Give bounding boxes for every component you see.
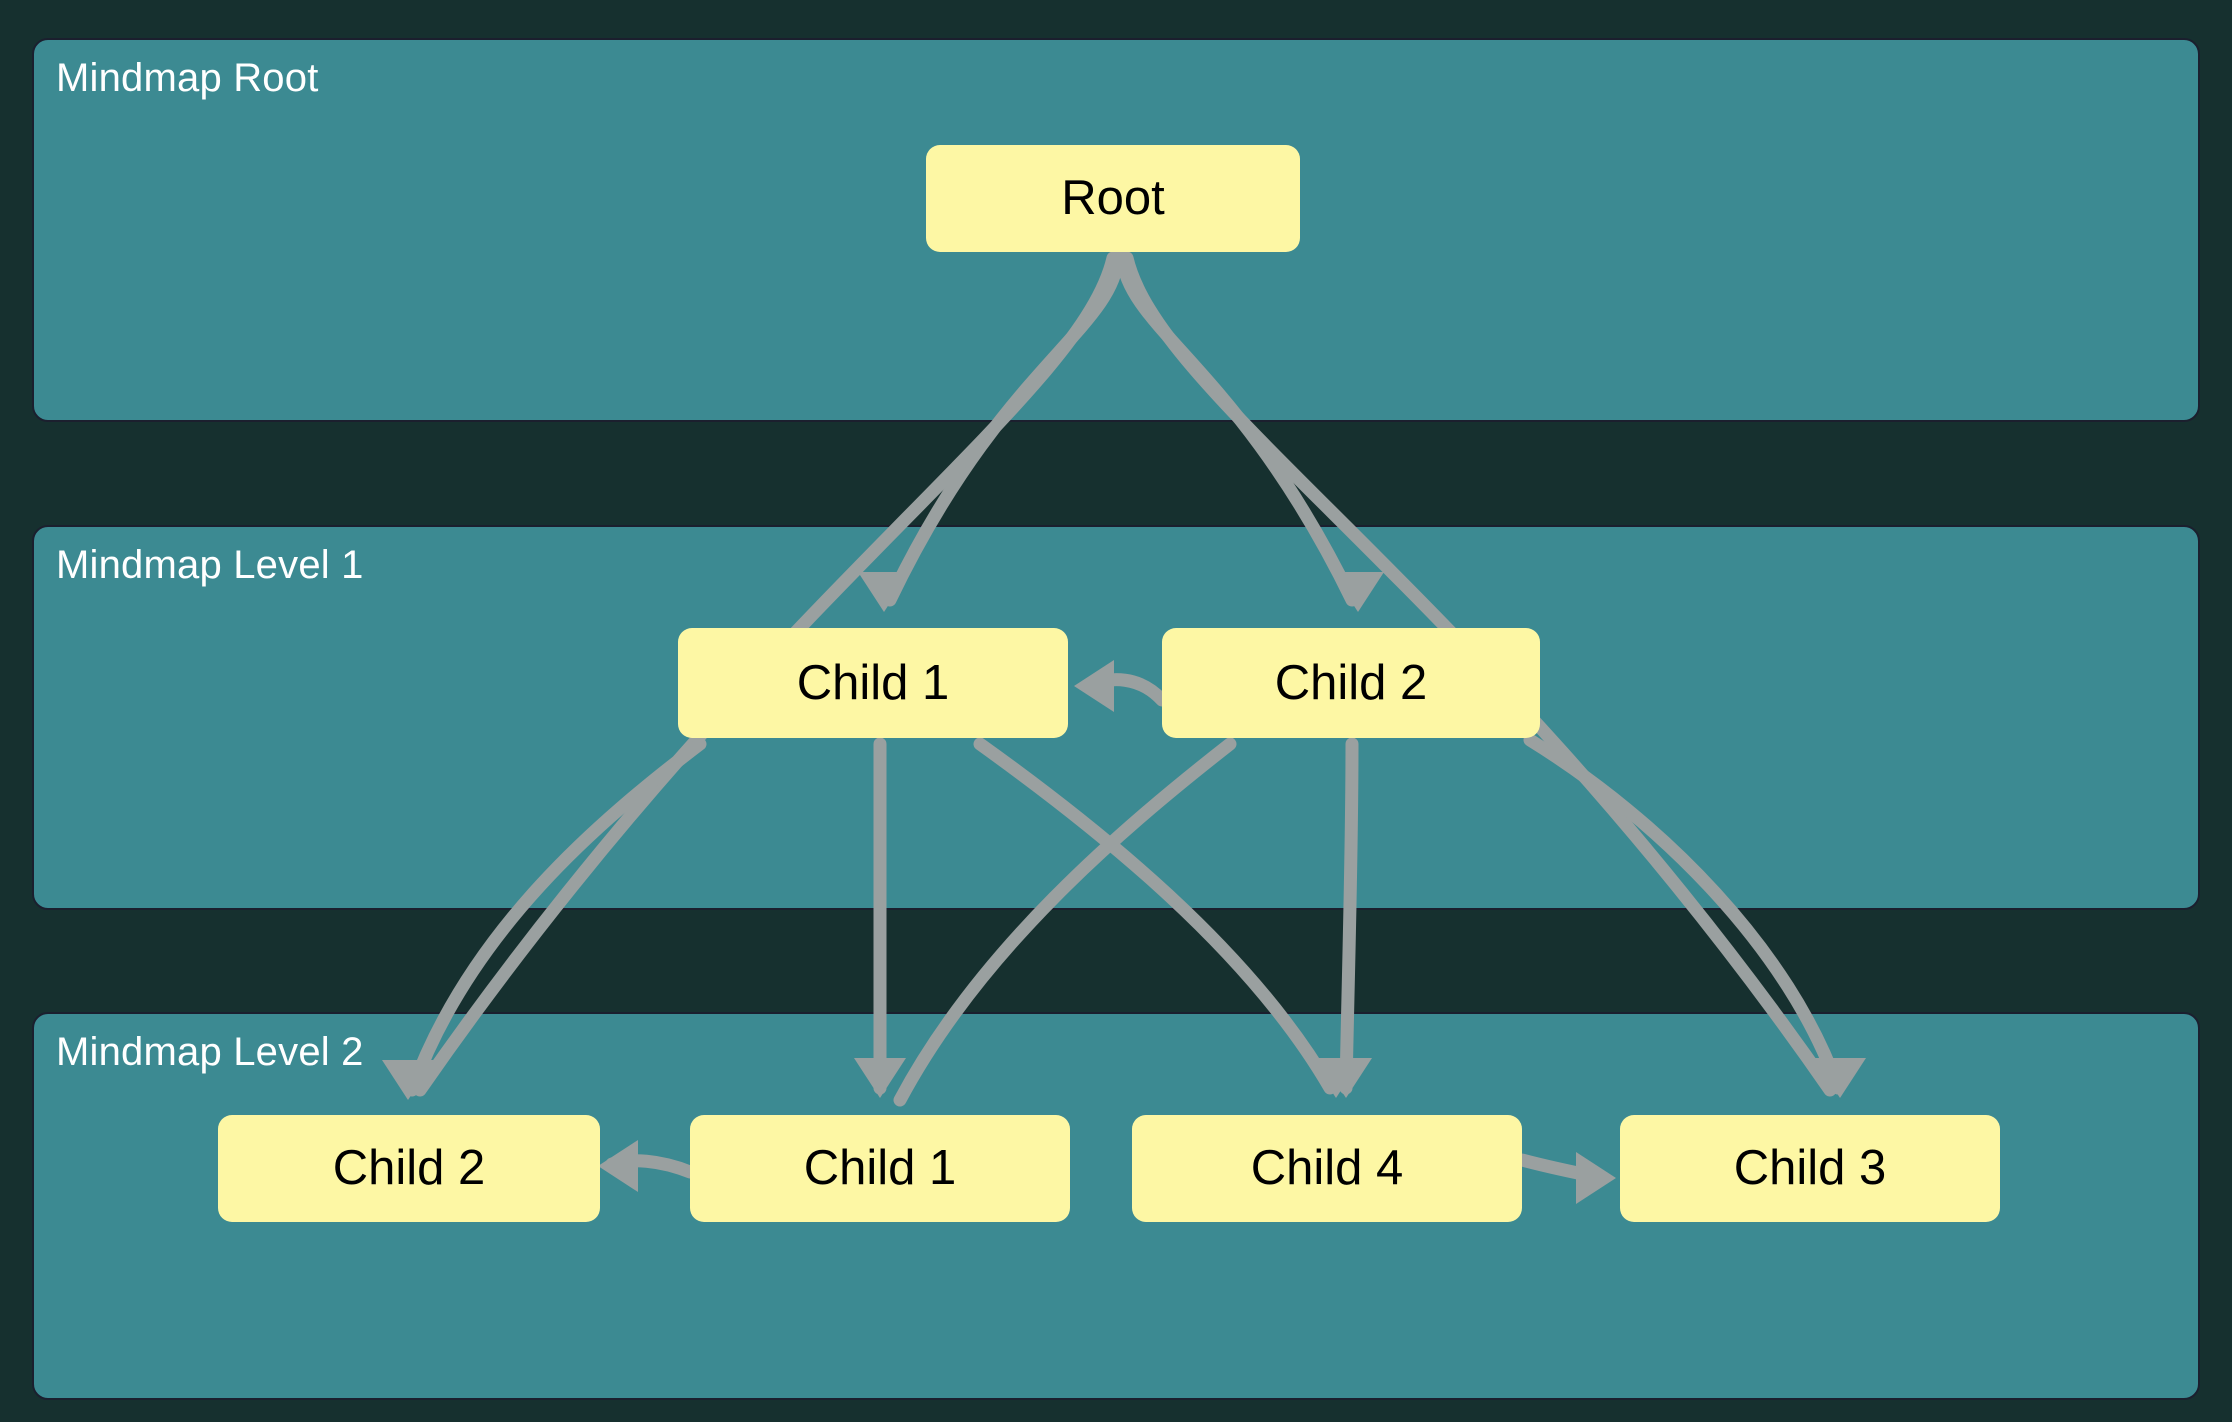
node-label: Child 3 [1733, 1141, 1887, 1195]
section-mindmap-level-1[interactable]: Mindmap Level 1 [32, 525, 2200, 910]
node-level1-child-1[interactable]: Child 1 [678, 628, 1068, 738]
node-label: Child 1 [796, 655, 950, 710]
section-label-root: Mindmap Root [56, 56, 319, 100]
node-root[interactable]: Root [926, 145, 1300, 252]
node-level1-child-2[interactable]: Child 2 [1162, 628, 1540, 738]
node-level2-child-3[interactable]: Child 3 [1620, 1115, 2000, 1222]
node-level2-child-4[interactable]: Child 4 [1132, 1115, 1522, 1222]
node-label: Child 4 [1250, 1141, 1404, 1195]
section-label-level-2: Mindmap Level 2 [56, 1030, 364, 1074]
node-label: Root [1061, 171, 1165, 225]
node-label: Child 2 [1274, 655, 1428, 710]
section-label-level-1: Mindmap Level 1 [56, 543, 364, 587]
node-label: Child 1 [803, 1141, 957, 1195]
node-level2-child-1[interactable]: Child 1 [690, 1115, 1070, 1222]
node-level2-child-2[interactable]: Child 2 [218, 1115, 600, 1222]
node-label: Child 2 [332, 1141, 486, 1195]
